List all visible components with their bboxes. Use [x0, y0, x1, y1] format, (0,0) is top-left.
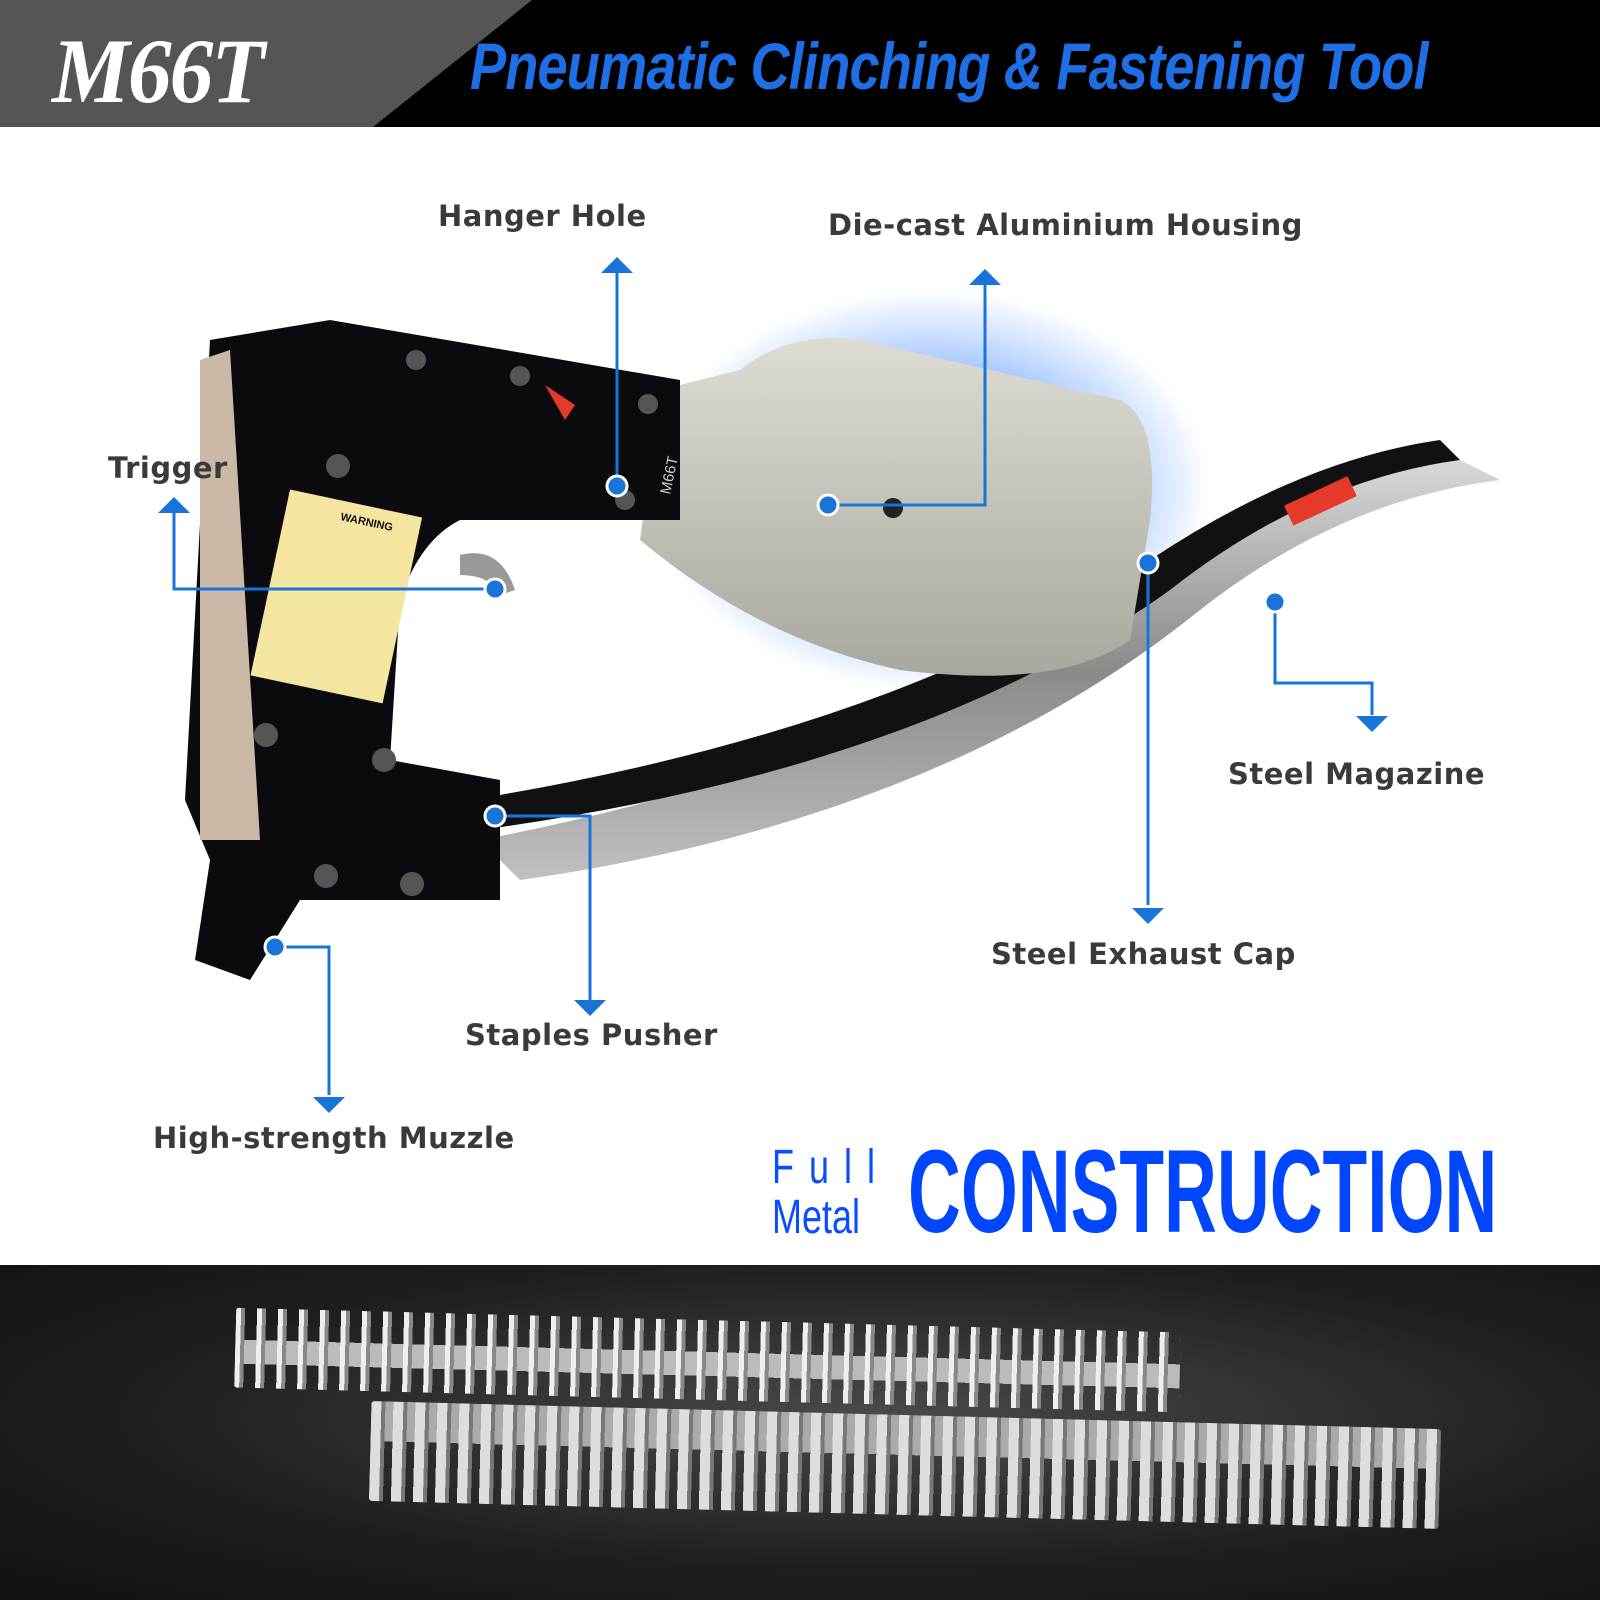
label-steel-magazine: Steel Magazine: [1228, 757, 1486, 791]
callout-arrowheads: [158, 257, 1388, 1113]
header-banner: M66T Pneumatic Clinching & Fastening Too…: [0, 0, 1600, 127]
magazine-label: [1284, 476, 1357, 526]
callout-dots: [263, 474, 1287, 959]
side-plate: [200, 350, 260, 840]
tool-body: [185, 320, 680, 980]
callout-lines: [172, 270, 1374, 1095]
housing-hole: [883, 498, 903, 518]
label-staples-pusher: Staples Pusher: [465, 1018, 718, 1052]
label-muzzle: High-strength Muzzle: [153, 1121, 515, 1155]
staples-showcase: [0, 1265, 1600, 1600]
staple-strip-upper: [234, 1307, 1181, 1413]
tagline-full-metal: Full Metal: [772, 1143, 890, 1243]
screws: [254, 350, 658, 896]
tagline-construction: CONSTRUCTION: [908, 1126, 1498, 1258]
label-housing: Die-cast Aluminium Housing: [828, 208, 1303, 242]
staple-strip-lower: [368, 1401, 1442, 1529]
tool-illustration: WARNING M66T: [158, 257, 1500, 1113]
label-exhaust-cap: Steel Exhaust Cap: [991, 937, 1296, 971]
steel-magazine: [480, 460, 1500, 880]
magazine-rail: [470, 440, 1460, 830]
tagline-line2: Metal: [772, 1191, 861, 1244]
oil-arrow: [545, 385, 575, 420]
label-trigger: Trigger: [108, 451, 228, 485]
model-name: M66T: [52, 20, 265, 122]
warning-label: [250, 489, 423, 704]
product-title: Pneumatic Clinching & Fastening Tool: [470, 29, 1429, 103]
label-hanger-hole: Hanger Hole: [438, 199, 647, 233]
tagline-line1: Full: [772, 1141, 891, 1194]
